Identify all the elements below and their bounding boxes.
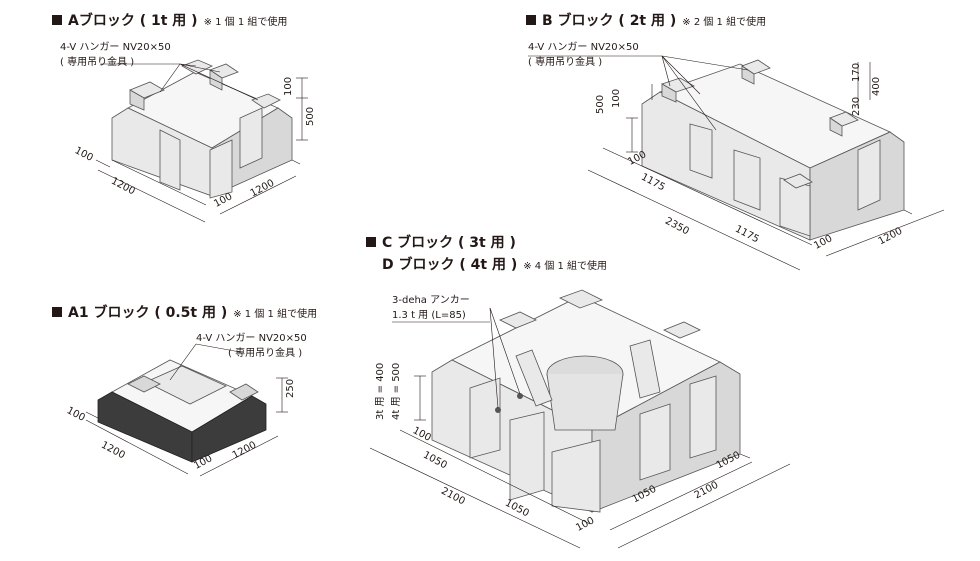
a-block-title: Aブロック ( 1t 用 ) ※ 1 個 1 組で使用 — [52, 14, 287, 28]
a1-block-title: A1 ブロック ( 0.5t 用 ) ※ 1 個 1 組で使用 — [52, 306, 317, 320]
cd-height-3t: 3t 用 = 400 — [375, 362, 386, 420]
b-block-title-text: B ブロック ( 2t 用 ) — [542, 13, 677, 29]
b-dim-h230: 230 — [851, 96, 862, 116]
b-block-drawing — [528, 55, 945, 271]
a-block-title-text: Aブロック ( 1t 用 ) — [68, 13, 198, 29]
d-block-title-text: D ブロック ( 4t 用 ) — [382, 257, 518, 273]
bullet-square-icon — [366, 237, 376, 247]
b-dim-h500: 500 — [595, 94, 606, 114]
b-dim-h400: 400 — [871, 76, 882, 96]
c-block-title: C ブロック ( 3t 用 ) — [366, 236, 516, 250]
cd-height-4t: 4t 用 = 500 — [391, 362, 402, 420]
cd-anchor-label: 3-deha アンカー — [392, 295, 470, 306]
d-block-title: D ブロック ( 4t 用 ) ※ 4 個 1 組で使用 — [382, 258, 607, 272]
b-dim-h170: 170 — [851, 62, 862, 82]
a-dim-h1: 100 — [283, 76, 294, 96]
a1-block-title-text: A1 ブロック ( 0.5t 用 ) — [68, 305, 228, 321]
bullet-square-icon — [52, 15, 62, 25]
bullet-square-icon — [52, 307, 62, 317]
c-block-title-text: C ブロック ( 3t 用 ) — [382, 235, 516, 251]
cd-block-drawing — [369, 289, 791, 549]
b-block-note: ※ 2 個 1 組で使用 — [682, 17, 767, 28]
a1-block-note: ※ 1 個 1 組で使用 — [233, 309, 318, 320]
a-block-note: ※ 1 個 1 組で使用 — [203, 17, 288, 28]
cd-anchor-sub-label: 1.3 t 用 (L=85) — [392, 310, 466, 321]
bullet-square-icon — [526, 15, 536, 25]
b-dim-h100: 100 — [611, 88, 622, 108]
cd-block-note: ※ 4 個 1 組で使用 — [523, 261, 608, 272]
b-hanger-label: 4-V ハンガー NV20×50 — [528, 42, 639, 53]
a1-dim-h250: 250 — [285, 378, 296, 398]
a-dim-h2: 500 — [305, 106, 316, 126]
a1-hanger-label: 4-V ハンガー NV20×50 — [196, 333, 307, 344]
b-hanger-sub-label: ( 専用吊り金具 ) — [528, 57, 603, 68]
a-block-drawing — [95, 59, 308, 223]
a-hanger-label: 4-V ハンガー NV20×50 — [60, 42, 171, 53]
a-hanger-sub-label: ( 専用吊り金具 ) — [60, 57, 135, 68]
a1-hanger-sub-label: ( 専用吊り金具 ) — [228, 348, 303, 359]
a1-block-drawing — [85, 343, 288, 477]
b-block-title: B ブロック ( 2t 用 ) ※ 2 個 1 組で使用 — [526, 14, 766, 28]
